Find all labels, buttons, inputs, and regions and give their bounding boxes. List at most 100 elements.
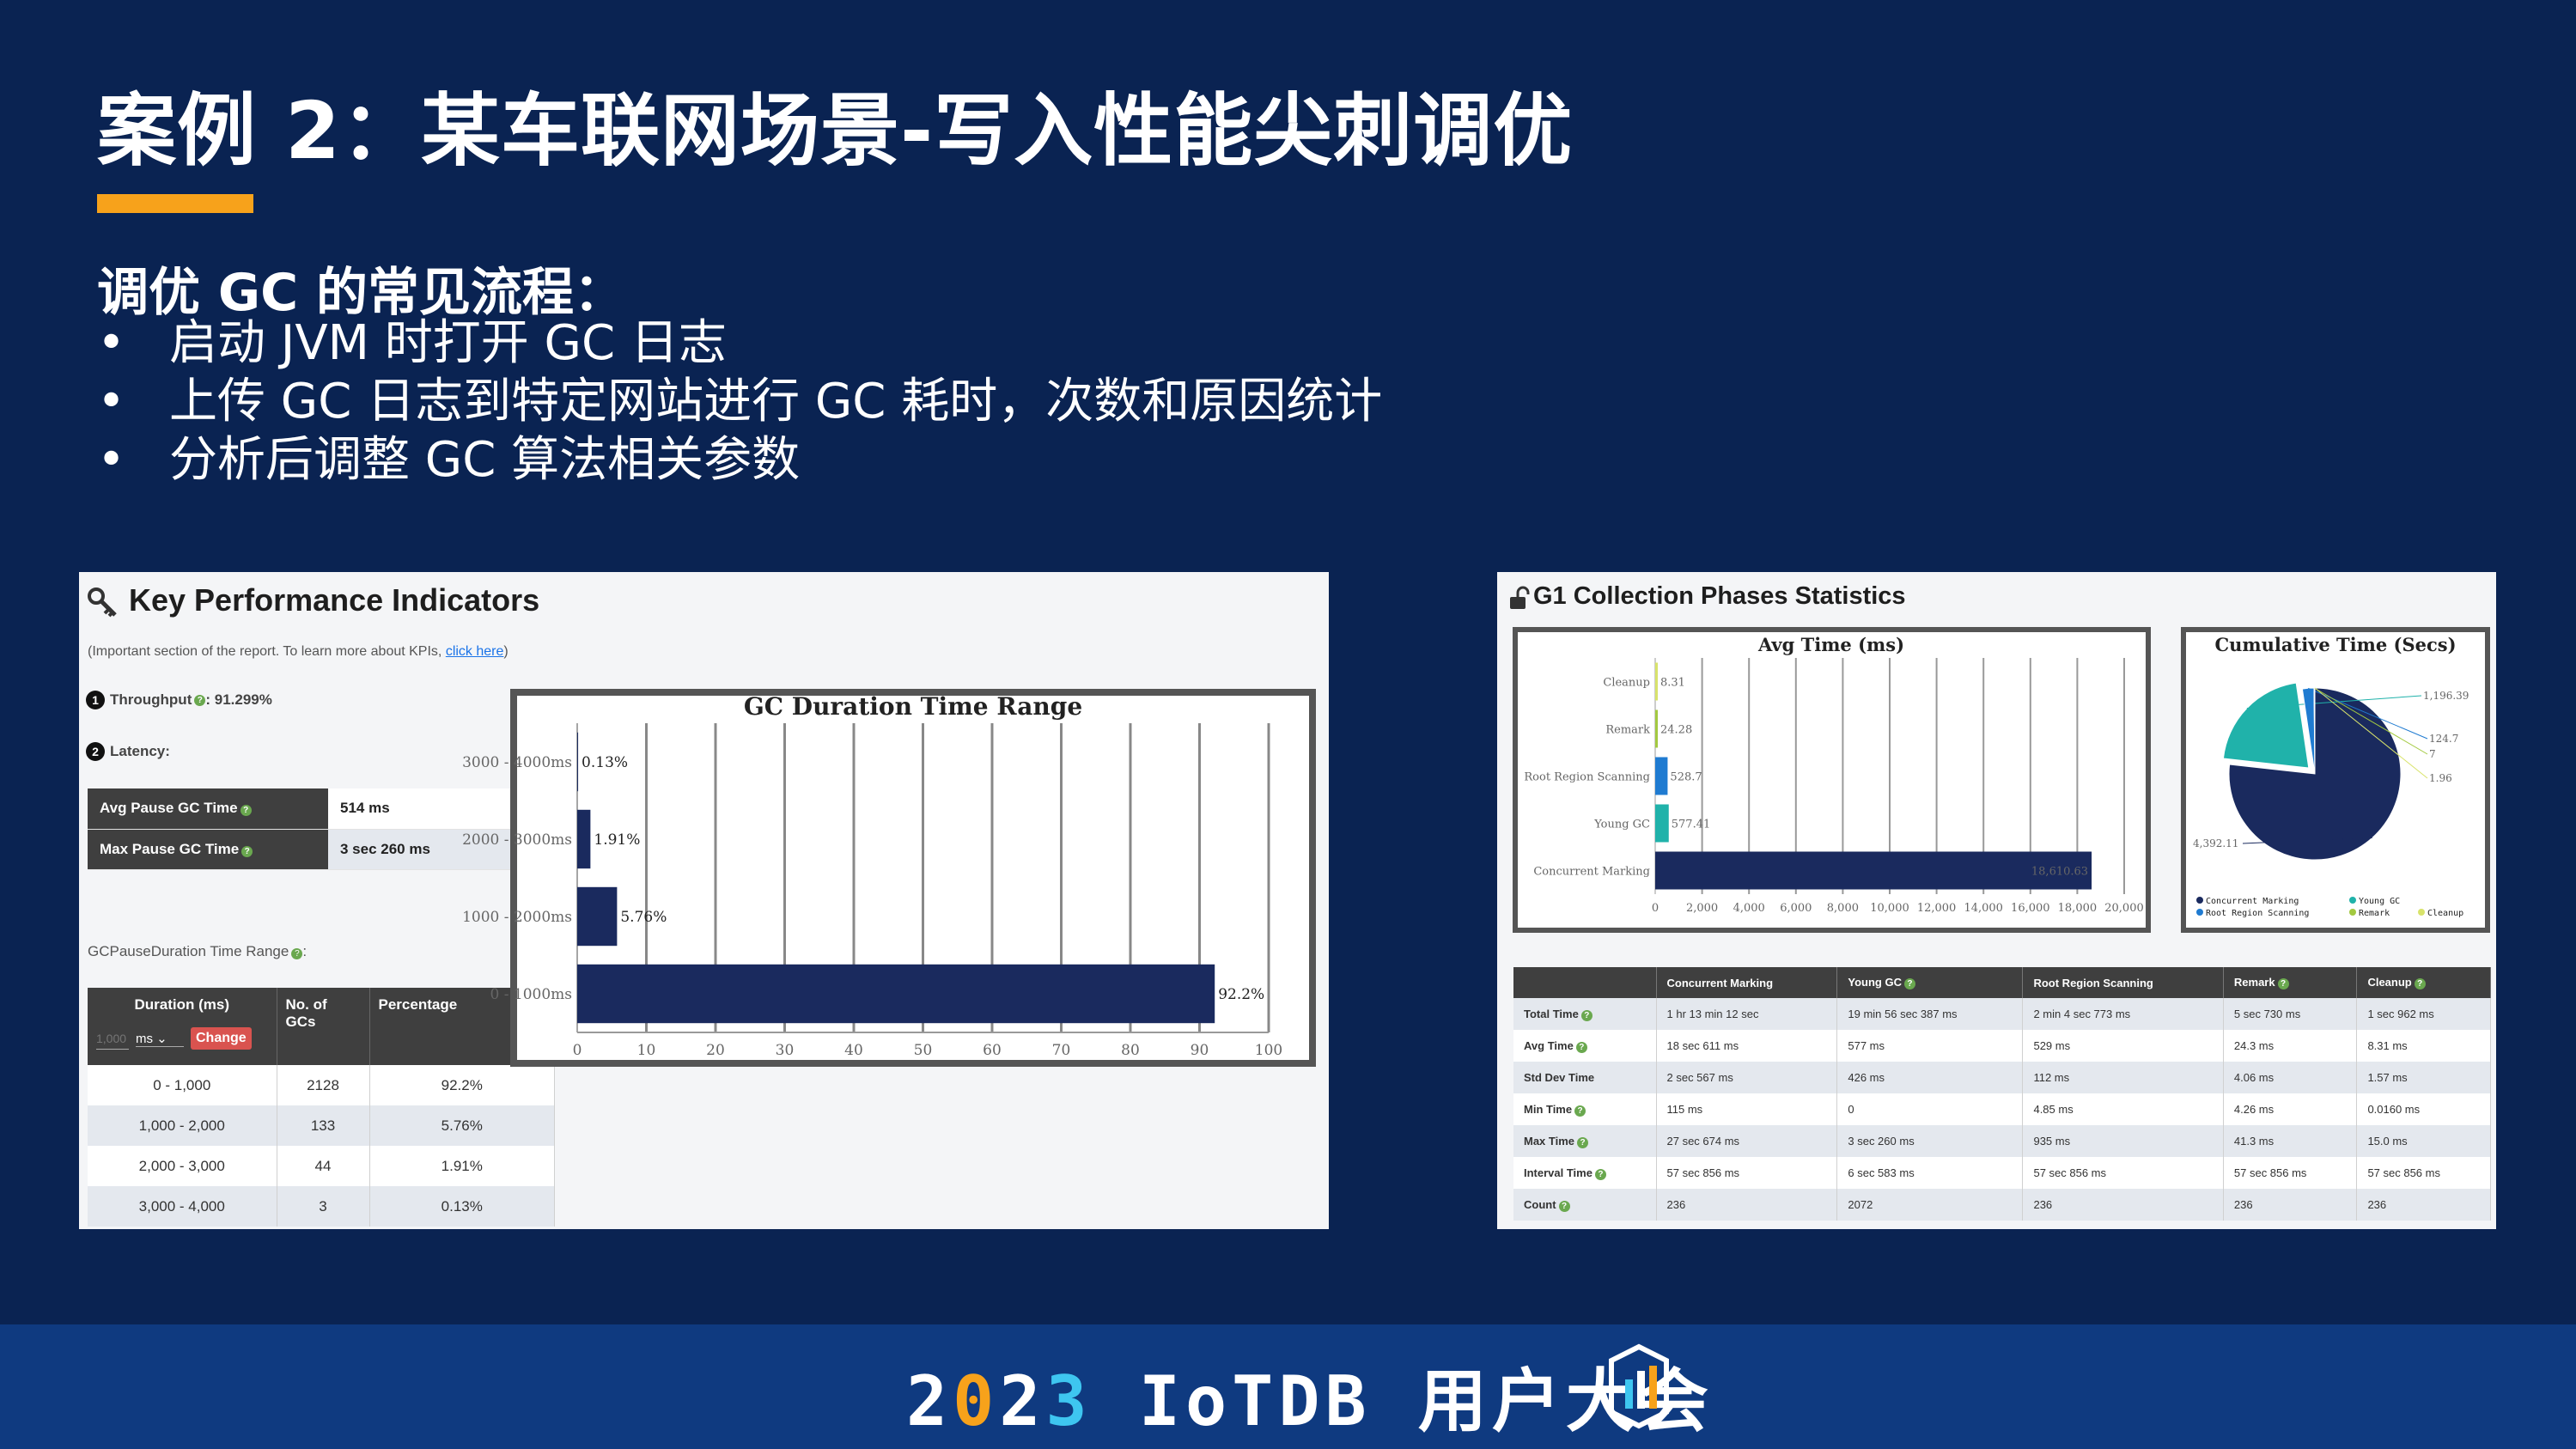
row-header-label: Interval Time: [1524, 1166, 1592, 1179]
bar: [1655, 757, 1668, 795]
bullet-item: •启动 JVM 时打开 GC 日志: [97, 314, 1382, 373]
header-label: Cleanup: [2367, 976, 2412, 989]
table-cell: 57 sec 856 ms: [2356, 1157, 2491, 1189]
header-label: Concurrent Marking: [1666, 976, 1774, 989]
help-icon[interactable]: ?: [194, 694, 206, 706]
table-cell: 133: [277, 1105, 370, 1146]
avg-pause-label: Avg Pause GC Time: [100, 800, 238, 817]
x-tick-label: 90: [1191, 1042, 1209, 1059]
table-cell: 1 sec 962 ms: [2356, 998, 2491, 1030]
change-button[interactable]: Change: [191, 1027, 252, 1050]
help-icon[interactable]: ?: [1575, 1041, 1587, 1053]
x-tick-label: 2,000: [1686, 902, 1718, 915]
help-icon[interactable]: ?: [291, 948, 303, 959]
table-cell: 15.0 ms: [2356, 1125, 2491, 1157]
bar: [1655, 804, 1669, 843]
table-cell: 4.26 ms: [2223, 1093, 2358, 1125]
data-label: 24.28: [1660, 724, 1692, 737]
row-header-cell: Max Time?: [1513, 1125, 1657, 1157]
data-label: 1.96: [2429, 772, 2452, 784]
bar: [1655, 662, 1658, 701]
legend-label: Cleanup: [2427, 909, 2463, 918]
x-tick-label: 70: [1052, 1042, 1071, 1059]
help-icon[interactable]: ?: [241, 845, 253, 857]
table-cell: 529 ms: [2022, 1030, 2224, 1062]
table-cell: 3,000 - 4,000: [88, 1186, 277, 1227]
bullet-dot: •: [97, 432, 126, 488]
legend-marker: [2349, 897, 2356, 904]
table-cell: 6 sec 583 ms: [1836, 1157, 2024, 1189]
x-tick-label: 14,000: [1964, 902, 2003, 915]
data-label: 0.13%: [582, 754, 628, 771]
x-tick-label: 80: [1121, 1042, 1140, 1059]
table-cell: 236: [1656, 1189, 1838, 1221]
bullet-text: 启动 JVM 时打开 GC 日志: [169, 315, 727, 371]
data-label: 528.7: [1670, 771, 1702, 784]
row-header-cell: Min Time?: [1513, 1093, 1657, 1125]
kpi-learn-more-link[interactable]: click here: [445, 644, 504, 659]
table-cell: 1.57 ms: [2356, 1062, 2491, 1093]
table-cell: 935 ms: [2022, 1125, 2224, 1157]
row-header-label: Total Time: [1524, 1007, 1579, 1020]
table-cell: 57 sec 856 ms: [1656, 1157, 1838, 1189]
help-icon[interactable]: ?: [2277, 978, 2289, 989]
unit-select[interactable]: ms ⌄: [136, 1031, 184, 1047]
data-label: 4,392.11: [2193, 837, 2238, 849]
table-cell: 112 ms: [2022, 1062, 2224, 1093]
help-icon[interactable]: ?: [1903, 978, 1915, 989]
table-header-row: Duration (ms) ms ⌄ Change No. of GCs Per…: [88, 988, 555, 1065]
table-row: 0 - 1,000 2128 92.2%: [88, 1065, 555, 1105]
x-tick-label: 12,000: [1917, 902, 1957, 915]
y-tick-label: Young GC: [1593, 819, 1650, 831]
help-icon[interactable]: ?: [1558, 1200, 1570, 1212]
data-label: 1.91%: [594, 831, 640, 849]
throughput-label: Throughput: [110, 691, 192, 708]
table-cell: 236: [2223, 1189, 2358, 1221]
title-underline-bar: [97, 194, 253, 213]
help-icon[interactable]: ?: [240, 805, 252, 817]
y-tick-label: Cleanup: [1603, 677, 1650, 690]
latency-label: Latency:: [110, 743, 170, 759]
duration-bucket-input[interactable]: [96, 1027, 129, 1050]
unlock-icon: [1510, 586, 1530, 609]
help-icon[interactable]: ?: [1577, 1136, 1589, 1148]
throughput-value: : 91.299%: [205, 691, 272, 708]
year-digit: 3: [1045, 1361, 1093, 1441]
legend-marker: [2349, 909, 2356, 916]
x-tick-label: 8,000: [1827, 902, 1859, 915]
table-row: 3,000 - 4,000 3 0.13%: [88, 1186, 555, 1227]
table-row: Avg Pause GC Time? 514 ms: [88, 788, 555, 830]
bullet-dot: •: [97, 374, 126, 429]
x-tick-label: 50: [914, 1042, 933, 1059]
help-icon[interactable]: ?: [1594, 1168, 1606, 1180]
y-tick-label: 0 - 1000ms: [490, 986, 572, 1003]
table-cell: 2 sec 567 ms: [1656, 1062, 1838, 1093]
table-cell: 2 min 4 sec 773 ms: [2022, 998, 2224, 1030]
help-icon[interactable]: ?: [1574, 1105, 1586, 1117]
x-tick-label: 10,000: [1870, 902, 1909, 915]
duration-range-text: GCPauseDuration Time Range: [88, 943, 289, 959]
legend-marker: [2418, 909, 2425, 916]
g1-panel: G1 Collection Phases Statistics Avg Time…: [1497, 572, 2496, 1229]
table-cell: 0 - 1,000: [88, 1065, 277, 1105]
bullet-list: •启动 JVM 时打开 GC 日志 •上传 GC 日志到特定网站进行 GC 耗时…: [97, 314, 1382, 490]
year-digit: 0: [953, 1361, 1000, 1441]
throughput-line: 1 Throughput ? : 91.299%: [86, 691, 272, 709]
table-cell: 236: [2022, 1189, 2224, 1221]
table-cell: 115 ms: [1656, 1093, 1838, 1125]
help-icon[interactable]: ?: [1580, 1009, 1592, 1021]
table-cell: 44: [277, 1146, 370, 1186]
pie-slice: [2222, 682, 2310, 769]
g1-title: G1 Collection Phases Statistics: [1533, 582, 1906, 610]
table-cell: 19 min 56 sec 387 ms: [1836, 998, 2024, 1030]
duration-header-label: Duration (ms): [134, 996, 230, 1013]
data-label: 8.31: [1660, 677, 1685, 690]
help-icon[interactable]: ?: [2414, 978, 2426, 989]
